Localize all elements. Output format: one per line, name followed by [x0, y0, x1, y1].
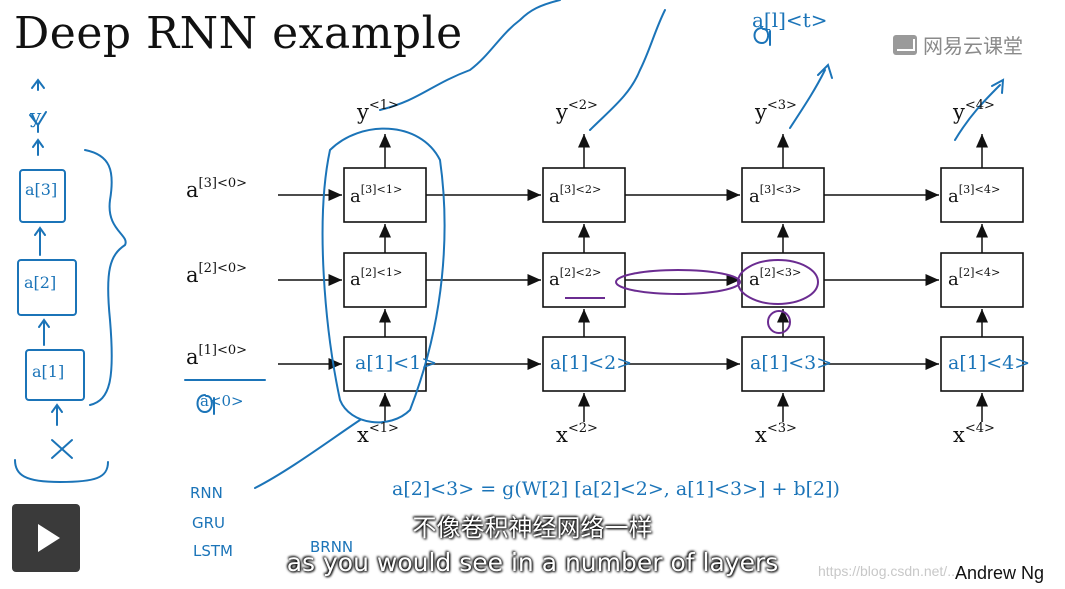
initial-state-layer2: a[2]<0>	[186, 261, 248, 287]
initial-state-layer1: a[1]<0>	[186, 343, 248, 369]
rnn-cell-box	[741, 167, 825, 223]
cell-layer3-t3: a[3]<3>	[749, 183, 802, 207]
note-gru: GRU	[192, 514, 226, 532]
output-y4: y<4>	[953, 98, 995, 124]
cell-layer1-t3: a[1]<3>	[750, 352, 833, 374]
input-x2: x<2>	[556, 421, 598, 447]
subtitle-chinese: 不像卷积神经网络一样	[412, 514, 653, 542]
initial-state-layer3: a[3]<0>	[186, 176, 248, 202]
note-lstm: LSTM	[193, 542, 233, 560]
cell-layer2-t1: a[2]<1>	[350, 266, 403, 290]
output-y1: y<1>	[357, 98, 399, 124]
rnn-cell-box	[343, 252, 427, 308]
rnn-cell-box	[940, 167, 1024, 223]
note-a0: a<0>	[200, 392, 244, 410]
subtitle-english: as you would see in a number of layers	[286, 548, 779, 577]
handwritten-equation: a[2]<3> = g(W[2] [a[2]<2>, a[1]<3>] + b[…	[392, 478, 840, 500]
cell-layer2-t2: a[2]<2>	[549, 266, 602, 290]
cell-layer1-t1: a[1]<1>	[355, 352, 438, 374]
rnn-cell-box	[542, 336, 626, 392]
stack-a1: a[1]	[32, 362, 65, 381]
cell-layer3-t2: a[3]<2>	[549, 183, 602, 207]
input-x4: x<4>	[953, 421, 995, 447]
purple-annotations	[565, 259, 819, 334]
stack-a3: a[3]	[25, 180, 58, 199]
note-rnn: RNN	[190, 484, 223, 502]
cell-layer3-t1: a[3]<1>	[350, 183, 403, 207]
cell-layer3-t4: a[3]<4>	[948, 183, 1001, 207]
rnn-cell-box	[940, 336, 1024, 392]
output-y3: y<3>	[755, 98, 797, 124]
watermark-url: https://blog.csdn.net/...	[818, 563, 959, 579]
rnn-cell-box	[343, 167, 427, 223]
cell-layer2-t4: a[2]<4>	[948, 266, 1001, 290]
play-button[interactable]	[12, 504, 80, 572]
output-y2: y<2>	[556, 98, 598, 124]
cell-layer1-t4: a[1]<4>	[948, 352, 1031, 374]
note-brnn: BRNN	[310, 538, 354, 556]
stack-a2: a[2]	[24, 273, 57, 292]
rnn-cell-box	[940, 252, 1024, 308]
note-alt: a[l]<t>	[752, 8, 828, 32]
cell-layer2-t3: a[2]<3>	[749, 266, 802, 290]
netease-logo-icon	[893, 34, 917, 55]
author-name: Andrew Ng	[955, 563, 1045, 583]
handwritten-annotations	[14, 0, 1005, 489]
slide-title: Deep RNN example	[14, 8, 463, 59]
netease-logo: 网易云课堂	[893, 30, 1023, 59]
logo-text: 网易云课堂	[923, 34, 1023, 58]
input-x1: x<1>	[357, 421, 399, 447]
stack-x: x	[55, 430, 56, 431]
stack-y: y	[30, 104, 42, 128]
rnn-cell-box	[741, 336, 825, 392]
cell-layer1-t2: a[1]<2>	[550, 352, 633, 374]
input-x3: x<3>	[755, 421, 797, 447]
